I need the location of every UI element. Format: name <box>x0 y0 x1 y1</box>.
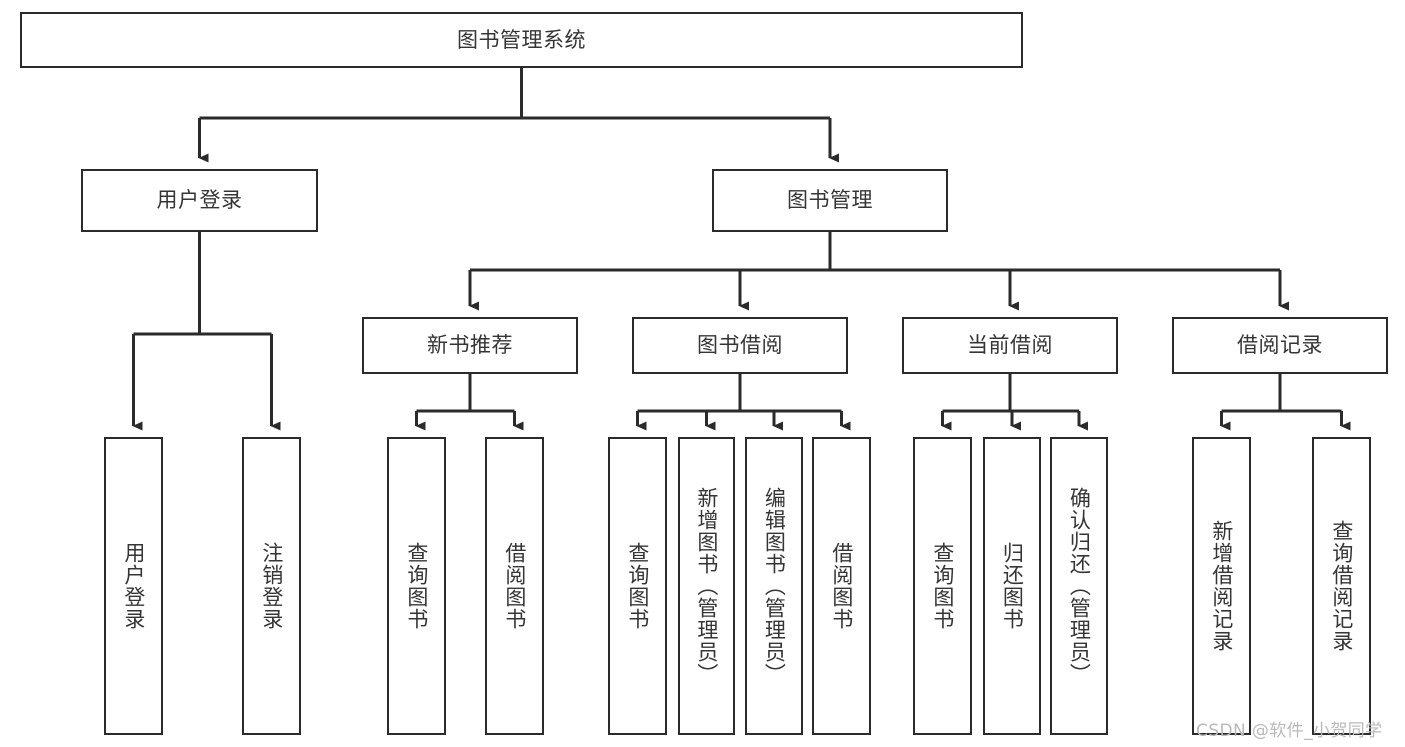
node-leaf-add-book-label: 新增图书（管理员） <box>694 487 719 685</box>
node-leaf-add-record[interactable]: 新增借阅记录 <box>1192 437 1251 735</box>
node-root-label: 图书管理系统 <box>457 27 586 52</box>
node-new-book-recommend[interactable]: 新书推荐 <box>362 317 578 374</box>
node-root[interactable]: 图书管理系统 <box>20 12 1023 68</box>
node-leaf-query-record-label: 查询借阅记录 <box>1329 520 1354 652</box>
node-book-borrow[interactable]: 图书借阅 <box>632 317 848 374</box>
node-leaf-user-login-label: 用户登录 <box>121 542 146 630</box>
node-current-borrow[interactable]: 当前借阅 <box>902 317 1118 374</box>
node-leaf-user-login[interactable]: 用户登录 <box>104 437 163 735</box>
node-leaf-user-logout-label: 注销登录 <box>259 542 284 630</box>
node-leaf-user-logout[interactable]: 注销登录 <box>242 437 301 735</box>
node-leaf-query-record[interactable]: 查询借阅记录 <box>1312 437 1371 735</box>
csdn-watermark: CSDN @软件_小贺同学 <box>1196 721 1383 741</box>
node-book-manage[interactable]: 图书管理 <box>712 169 948 232</box>
node-leaf-query-book-borrow[interactable]: 查询图书 <box>608 437 667 735</box>
node-borrow-record[interactable]: 借阅记录 <box>1172 317 1388 374</box>
node-leaf-edit-book[interactable]: 编辑图书（管理员） <box>745 437 803 735</box>
node-leaf-query-book-rec-label: 查询图书 <box>404 542 429 630</box>
node-leaf-return-book-label: 归还图书 <box>1000 542 1025 630</box>
node-leaf-borrow-book-label: 借阅图书 <box>829 542 854 630</box>
node-book-borrow-label: 图书借阅 <box>697 333 783 358</box>
node-new-book-recommend-label: 新书推荐 <box>427 333 513 358</box>
node-leaf-edit-book-label: 编辑图书（管理员） <box>762 487 787 685</box>
node-user-login-label: 用户登录 <box>156 188 243 213</box>
node-book-manage-label: 图书管理 <box>787 188 873 213</box>
node-leaf-query-book-cur[interactable]: 查询图书 <box>913 437 972 735</box>
node-leaf-query-book-borrow-label: 查询图书 <box>625 542 650 630</box>
node-leaf-return-book[interactable]: 归还图书 <box>983 437 1041 735</box>
node-leaf-query-book-cur-label: 查询图书 <box>930 542 955 630</box>
node-leaf-query-book-rec[interactable]: 查询图书 <box>387 437 446 735</box>
node-current-borrow-label: 当前借阅 <box>967 333 1053 358</box>
node-leaf-confirm-return-label: 确认归还（管理员） <box>1067 487 1092 685</box>
node-leaf-add-record-label: 新增借阅记录 <box>1209 520 1234 652</box>
node-borrow-record-label: 借阅记录 <box>1237 333 1323 358</box>
node-user-login[interactable]: 用户登录 <box>81 169 318 232</box>
node-leaf-add-book[interactable]: 新增图书（管理员） <box>678 437 735 735</box>
node-leaf-borrow-book-rec-label: 借阅图书 <box>502 542 527 630</box>
node-leaf-borrow-book-rec[interactable]: 借阅图书 <box>485 437 544 735</box>
node-leaf-borrow-book[interactable]: 借阅图书 <box>812 437 871 735</box>
node-leaf-confirm-return[interactable]: 确认归还（管理员） <box>1050 437 1108 735</box>
